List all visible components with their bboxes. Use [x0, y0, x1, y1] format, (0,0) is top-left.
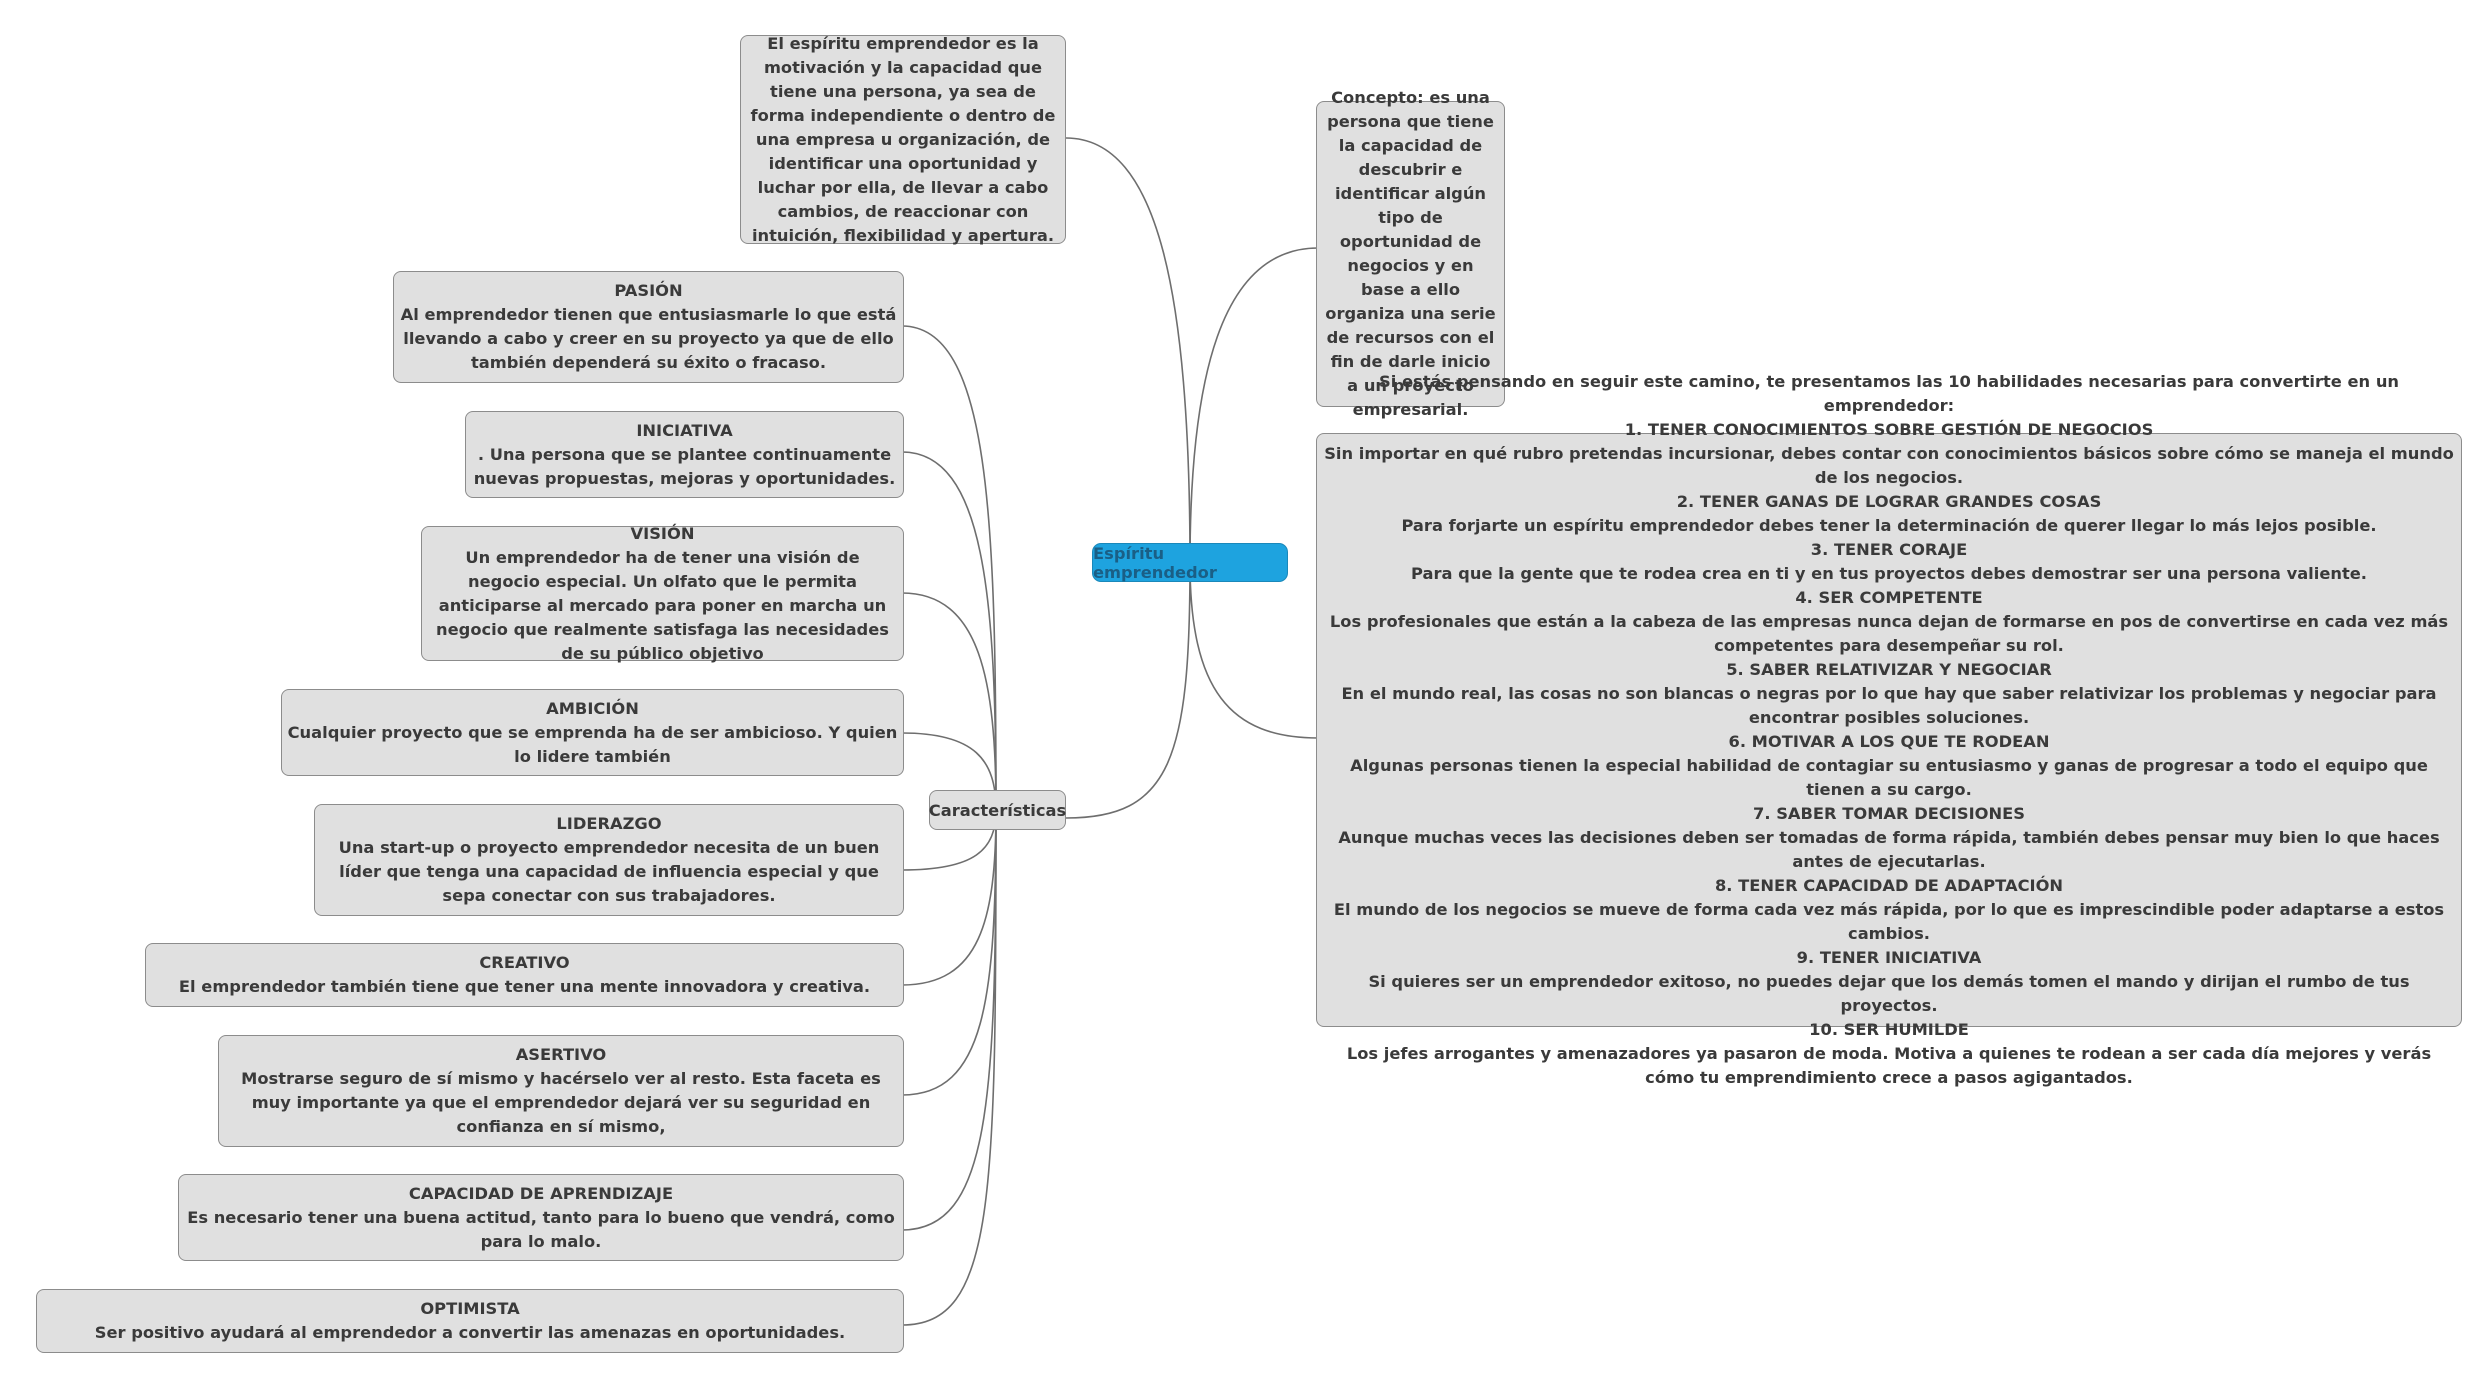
characteristic-title: CREATIVO: [479, 953, 570, 972]
skill-title: 4. SER COMPETENTE: [1795, 588, 1983, 607]
connector-root-characteristics: [1065, 562, 1191, 819]
characteristic-title: AMBICIÓN: [546, 698, 639, 718]
characteristic-ambicion[interactable]: AMBICIÓN Cualquier proyecto que se empre…: [281, 689, 904, 776]
characteristic-title: VISIÓN: [630, 523, 695, 543]
characteristics-node[interactable]: Características: [929, 790, 1066, 830]
connector-root-definition: [1065, 137, 1191, 564]
skill-body: Si quieres ser un emprendedor exitoso, n…: [1368, 972, 2410, 1015]
characteristic-iniciativa[interactable]: INICIATIVA . Una persona que se plantee …: [465, 411, 904, 498]
characteristic-body: Mostrarse seguro de sí mismo y hacérselo…: [241, 1069, 881, 1136]
definition-text: El espíritu emprendedor es la motivación…: [750, 33, 1056, 245]
skill-body: Algunas personas tienen la especial habi…: [1350, 756, 2428, 799]
characteristic-body: Ser positivo ayudará al emprendedor a co…: [94, 1323, 846, 1342]
skill-title: 3. TENER CORAJE: [1810, 540, 1968, 559]
skills-node[interactable]: Si estás pensando en seguir este camino,…: [1316, 372, 2462, 1087]
characteristic-title: INICIATIVA: [636, 420, 733, 440]
skill-body: Los jefes arrogantes y amenazadores ya p…: [1346, 1044, 2432, 1087]
skill-body: El mundo de los negocios se mueve de for…: [1333, 900, 2445, 943]
characteristic-vision[interactable]: VISIÓN Un emprendedor ha de tener una vi…: [421, 524, 904, 663]
skills-intro: Si estás pensando en seguir este camino,…: [1378, 372, 2399, 415]
characteristic-pasion[interactable]: PASIÓN Al emprendedor tienen que entusia…: [393, 271, 904, 383]
concept-node[interactable]: Concepto: es una persona que tiene la ca…: [1316, 88, 1505, 419]
characteristic-asertivo[interactable]: ASERTIVO Mostrarse seguro de sí mismo y …: [218, 1035, 904, 1147]
skill-body: Los profesionales que están a la cabeza …: [1329, 612, 2449, 655]
concept-text: Concepto: es una persona que tiene la ca…: [1325, 88, 1496, 419]
characteristic-body: . Una persona que se plantee continuamen…: [473, 444, 896, 488]
skill-body: En el mundo real, las cosas no son blanc…: [1341, 684, 2437, 727]
skill-title: 6. MOTIVAR A LOS QUE TE RODEAN: [1728, 732, 2050, 751]
skill-title: 8. TENER CAPACIDAD DE ADAPTACIÓN: [1714, 876, 2064, 895]
characteristic-body: Al emprendedor tienen que entusiasmarle …: [400, 305, 897, 372]
connector-item-vision: [901, 592, 997, 811]
skill-title: 5. SABER RELATIVIZAR Y NEGOCIAR: [1726, 660, 2052, 679]
connector-item-optimista: [901, 809, 997, 1326]
skill-title: 10. SER HUMILDE: [1809, 1020, 1969, 1039]
characteristic-liderazgo[interactable]: LIDERAZGO Una start-up o proyecto empren…: [314, 804, 904, 916]
characteristic-aprendizaje[interactable]: CAPACIDAD DE APRENDIZAJE Es necesario te…: [178, 1174, 904, 1261]
characteristic-optimista[interactable]: OPTIMISTA Ser positivo ayudará al empren…: [36, 1289, 904, 1353]
skill-body: Aunque muchas veces las decisiones deben…: [1338, 828, 2440, 871]
root-label: Espíritu emprendedor: [1093, 543, 1217, 582]
root-node[interactable]: Espíritu emprendedor: [1092, 543, 1288, 582]
characteristic-body: Cualquier proyecto que se emprenda ha de…: [287, 722, 898, 766]
connector-item-pasion: [901, 325, 997, 811]
connector-item-asertivo: [901, 809, 997, 1096]
connector-item-iniciativa: [901, 451, 997, 811]
skill-title: 1. TENER CONOCIMIENTOS SOBRE GESTIÓN DE …: [1624, 420, 2154, 439]
characteristic-title: PASIÓN: [614, 281, 683, 300]
characteristic-body: Un emprendedor ha de tener una visión de…: [436, 547, 889, 663]
skill-body: Para que la gente que te rodea crea en t…: [1411, 564, 2367, 583]
characteristic-title: OPTIMISTA: [420, 1299, 520, 1318]
characteristic-title: CAPACIDAD DE APRENDIZAJE: [408, 1183, 674, 1203]
characteristic-creativo[interactable]: CREATIVO El emprendedor también tiene qu…: [145, 943, 904, 1007]
characteristic-title: LIDERAZGO: [556, 814, 662, 833]
skill-body: Para forjarte un espíritu emprendedor de…: [1401, 516, 2377, 535]
characteristic-body: Una start-up o proyecto emprendedor nece…: [338, 838, 880, 905]
skill-title: 9. TENER INICIATIVA: [1796, 948, 1982, 967]
definition-node[interactable]: El espíritu emprendedor es la motivación…: [740, 34, 1066, 245]
characteristic-title: ASERTIVO: [515, 1045, 607, 1064]
connector-item-creativo: [901, 809, 997, 986]
connector-root-concept: [1189, 247, 1319, 564]
characteristics-label: Características: [928, 800, 1067, 820]
connector-root-skills: [1189, 562, 1319, 739]
characteristic-body: Es necesario tener una buena actitud, ta…: [187, 1207, 895, 1251]
skill-title: 2. TENER GANAS DE LOGRAR GRANDES COSAS: [1676, 492, 2102, 511]
skill-title: 7. SABER TOMAR DECISIONES: [1753, 804, 2025, 823]
skill-body: Sin importar en qué rubro pretendas incu…: [1324, 444, 2454, 487]
characteristic-body: El emprendedor también tiene que tener u…: [178, 977, 871, 996]
